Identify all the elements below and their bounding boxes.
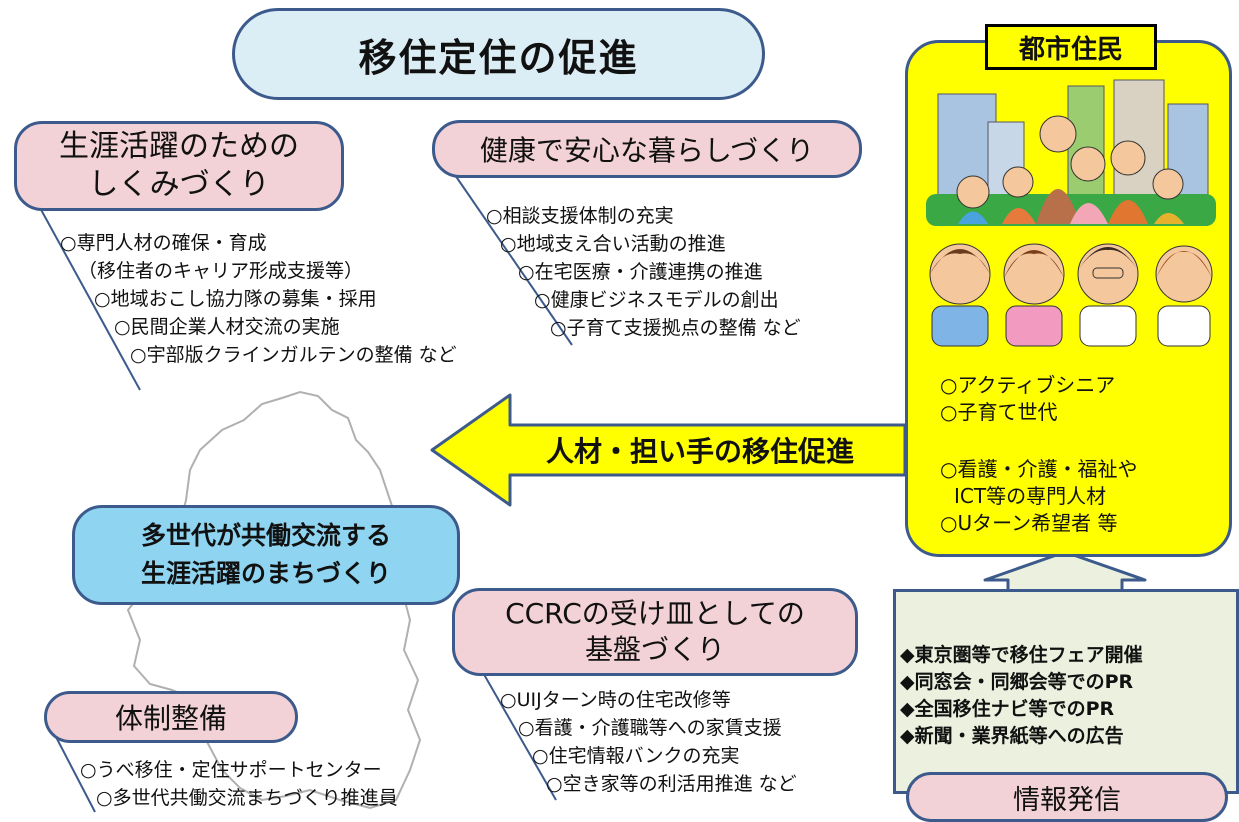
- career-item: ○地域おこし協力隊の募集・採用: [94, 288, 377, 310]
- system-items: ○うべ移住・定住サポートセンター ○多世代共働交流まちづくり推進員: [80, 756, 398, 812]
- ccrc-item: ○空き家等の利活用推進 など: [546, 773, 797, 795]
- career-item: ○専門人材の確保・育成: [60, 232, 267, 254]
- urban-item: ICT等の専門人材: [954, 484, 1107, 508]
- professional-icons: [929, 243, 1213, 347]
- urban-items-bottom: ○看護・介護・福祉や ICT等の専門人材 ○Uターン希望者 等: [940, 456, 1137, 537]
- caregiver-icon: [1155, 245, 1213, 303]
- person-body: [1070, 203, 1108, 224]
- info-item: ◆新聞・業界紙等への広告: [900, 725, 1124, 747]
- career-heading-pill: 生涯活躍のための しくみづくり: [14, 121, 344, 211]
- health-items: ○相談支援体制の充実 ○地域支え合い活動の推進 ○在宅医療・介護連携の推進 ○健…: [486, 202, 801, 342]
- residents-illustration: [926, 79, 1216, 347]
- health-heading: 健康で安心な暮らしづくり: [479, 134, 815, 167]
- health-item: ○相談支援体制の充実: [486, 205, 674, 227]
- urban-items-top: ○アクティブシニア ○子育て世代: [940, 372, 1115, 426]
- ccrc-item: ○住宅情報バンクの充実: [532, 745, 740, 767]
- arrow-label: 人材・担い手の移住促進: [545, 435, 854, 468]
- system-heading: 体制整備: [114, 702, 227, 735]
- career-items: ○専門人材の確保・育成 （移住者のキャリア形成支援等） ○地域おこし協力隊の募集…: [60, 229, 457, 369]
- center-line2: 生涯活躍のまちづくり: [140, 559, 391, 588]
- center-goal-pill: 多世代が共働交流する 生涯活躍のまちづくり: [72, 505, 460, 605]
- info-item: ◆全国移住ナビ等でのPR: [900, 698, 1115, 720]
- migration-arrow: [430, 393, 907, 507]
- page-title: 移住定住の促進: [232, 8, 765, 100]
- info-item: ◆同窓会・同郷会等でのPR: [900, 671, 1134, 693]
- urban-item: ○アクティブシニア: [940, 373, 1116, 397]
- ccrc-item: ○UIJターン時の住宅改修等: [500, 689, 731, 711]
- ccrc-items: ○UIJターン時の住宅改修等 ○看護・介護職等への家賃支援 ○住宅情報バンクの充…: [500, 686, 797, 798]
- health-item: ○在宅医療・介護連携の推進: [518, 261, 763, 283]
- career-item: ○民間企業人材交流の実施: [114, 316, 340, 338]
- health-item: ○健康ビジネスモデルの創出: [534, 289, 779, 311]
- person-body: [1108, 200, 1148, 224]
- health-heading-pill: 健康で安心な暮らしづくり: [432, 120, 862, 178]
- system-connector: [54, 734, 96, 813]
- doctor-icon: [1077, 243, 1139, 305]
- career-heading-line1: 生涯活躍のための: [59, 129, 299, 164]
- health-item: ○地域支え合い活動の推進: [500, 233, 726, 255]
- person-icon: [1039, 115, 1077, 153]
- ccrc-item: ○看護・介護職等への家賃支援: [518, 717, 782, 739]
- person-icon: [1070, 146, 1106, 182]
- career-item: ○宇部版クラインガルテンの整備 など: [130, 344, 457, 366]
- career-item: （移住者のキャリア形成支援等）: [78, 260, 364, 282]
- ccrc-heading-line1: CCRCの受け皿としての: [505, 597, 805, 630]
- info-items: ◆東京圏等で移住フェア開催 ◆同窓会・同郷会等でのPR ◆全国移住ナビ等でのPR…: [900, 642, 1143, 750]
- center-line1: 多世代が共働交流する: [140, 521, 391, 550]
- health-item: ○子育て支援拠点の整備 など: [550, 317, 801, 339]
- ccrc-heading-line2: 基盤づくり: [584, 633, 725, 666]
- info-heading-pill: 情報発信: [906, 772, 1228, 822]
- person-icon: [956, 175, 990, 209]
- nurse-female-icon: [1003, 243, 1065, 305]
- system-heading-pill: 体制整備: [44, 691, 298, 743]
- person-body: [1036, 189, 1080, 224]
- system-item: ○うべ移住・定住サポートセンター: [80, 759, 382, 781]
- person-icon: [1152, 168, 1184, 200]
- urban-item: ○Uターン希望者 等: [940, 511, 1118, 535]
- system-item: ○多世代共働交流まちづくり推進員: [96, 787, 398, 809]
- person-body: [1154, 213, 1184, 224]
- urban-label: 都市住民: [985, 24, 1157, 70]
- career-heading-line2: しくみづくり: [88, 167, 270, 202]
- person-icon: [1002, 166, 1034, 198]
- health-connector: [454, 174, 573, 346]
- info-item: ◆東京圏等で移住フェア開催: [900, 644, 1143, 666]
- urban-item: ○看護・介護・福祉や: [940, 457, 1138, 481]
- ccrc-heading-pill: CCRCの受け皿としての 基盤づくり: [452, 588, 858, 676]
- info-heading: 情報発信: [1013, 784, 1121, 816]
- person-icon: [1110, 140, 1146, 176]
- info-up-arrow: [983, 550, 1147, 594]
- person-body: [1002, 208, 1036, 224]
- person-body: [958, 211, 988, 224]
- urban-item: ○子育て世代: [940, 400, 1058, 424]
